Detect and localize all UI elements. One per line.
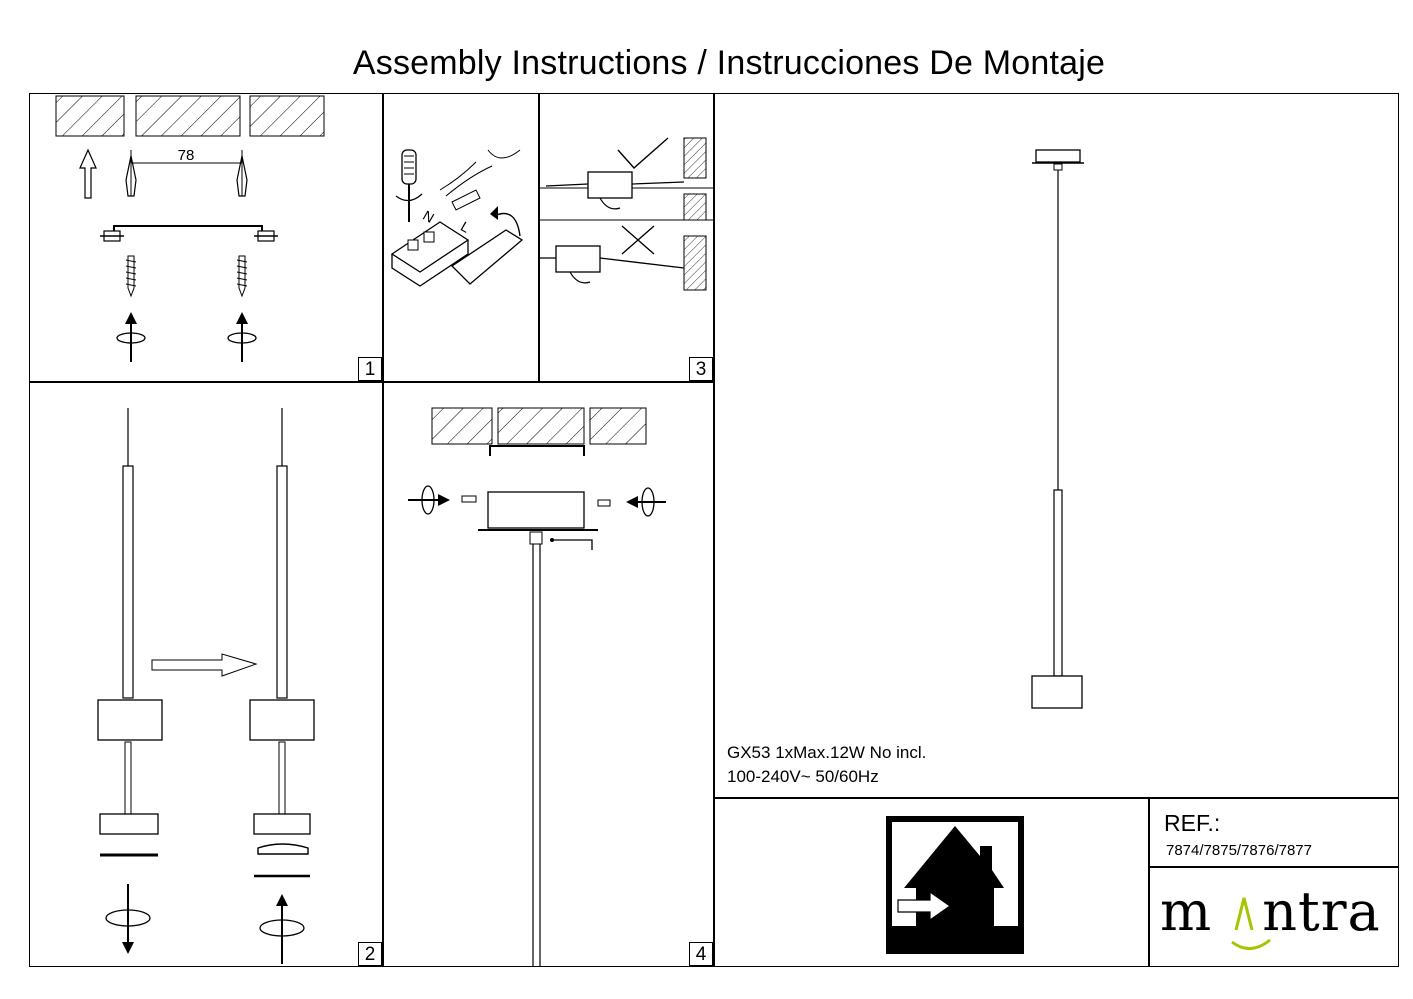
divider-v-step3: [538, 93, 540, 382]
arrow-up-icon: [79, 148, 97, 199]
spec-bulb: GX53 1xMax.12W No incl.: [727, 743, 927, 762]
step-number-2: 2: [358, 942, 382, 966]
divider-v-mid: [713, 93, 715, 967]
step-number-3: 3: [689, 357, 713, 381]
divider-h-upper: [29, 381, 714, 383]
page-title: Assembly Instructions / Instrucciones De…: [352, 44, 1106, 82]
step4-canopy: [478, 491, 598, 966]
step2-arrow-right: [151, 653, 258, 677]
brand-accent-mark: [1231, 897, 1271, 950]
step3-wall: [538, 137, 713, 291]
step1-ceiling: [55, 95, 325, 137]
product-drawing: [1031, 149, 1084, 709]
rotate-arrow-icon: [408, 485, 666, 517]
screw-icon: [461, 495, 611, 507]
divider-v-left: [382, 93, 384, 967]
neutral-label: N: [420, 207, 437, 226]
reference-codes: 7874/7875/7876/7877: [1166, 842, 1312, 859]
screw-icon: [125, 255, 248, 298]
step-number-1: 1: [358, 357, 382, 381]
reference-label: REF.:: [1164, 810, 1221, 836]
divider-h-spec: [713, 797, 1399, 799]
indoor-use-icon: [886, 816, 1024, 954]
step2-lamp-after: [249, 408, 315, 878]
cover-clip: [450, 206, 524, 285]
terminal-block: [390, 149, 521, 287]
rotate-arrow-icon: [105, 884, 305, 964]
live-label: L: [458, 218, 473, 236]
screwdriver-icon: [395, 149, 423, 222]
spec-voltage: 100-240V~ 50/60Hz: [727, 767, 879, 786]
step3-correct-box: [545, 171, 685, 210]
rotate-arrow-icon: [116, 312, 257, 362]
step2-lamp-before: [97, 408, 163, 857]
divider-v-ref: [1148, 797, 1150, 967]
wall-plug-icon: [125, 150, 248, 197]
cross-icon: [621, 225, 655, 255]
step3-wrong-box: [540, 245, 685, 284]
mounting-bracket: [100, 225, 278, 242]
dimension-label: 78: [178, 147, 195, 164]
step4-ceiling: [431, 407, 647, 456]
step-number-4: 4: [689, 942, 713, 966]
divider-h-ref: [1148, 866, 1399, 868]
check-icon: [617, 137, 669, 169]
